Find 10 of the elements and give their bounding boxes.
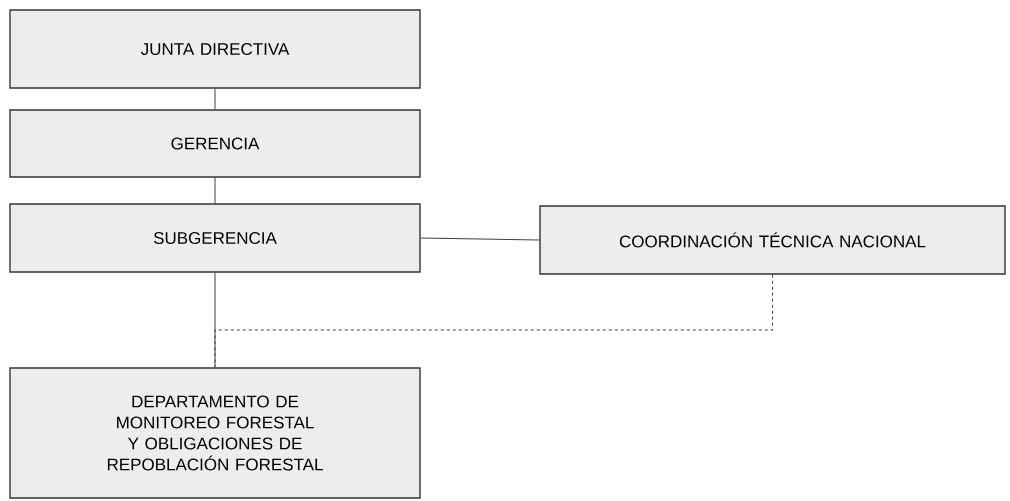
org-box: JUNTA DIRECTIVA	[9, 9, 421, 89]
connector-line	[214, 177, 216, 204]
connector-line	[214, 272, 216, 368]
connector-line	[214, 88, 216, 110]
org-box: SUBGERENCIA	[9, 203, 421, 273]
connector-line	[420, 237, 540, 241]
org-box: DEPARTAMENTO DE MONITOREO FORESTAL Y OBLIGACIONES DE REPOBLACIÓN FORESTAL	[9, 367, 421, 499]
connector-line	[214, 274, 773, 368]
org-box: COORDINACIÓN TÉCNICA NACIONAL	[539, 205, 1006, 275]
org-box: GERENCIA	[9, 109, 421, 178]
